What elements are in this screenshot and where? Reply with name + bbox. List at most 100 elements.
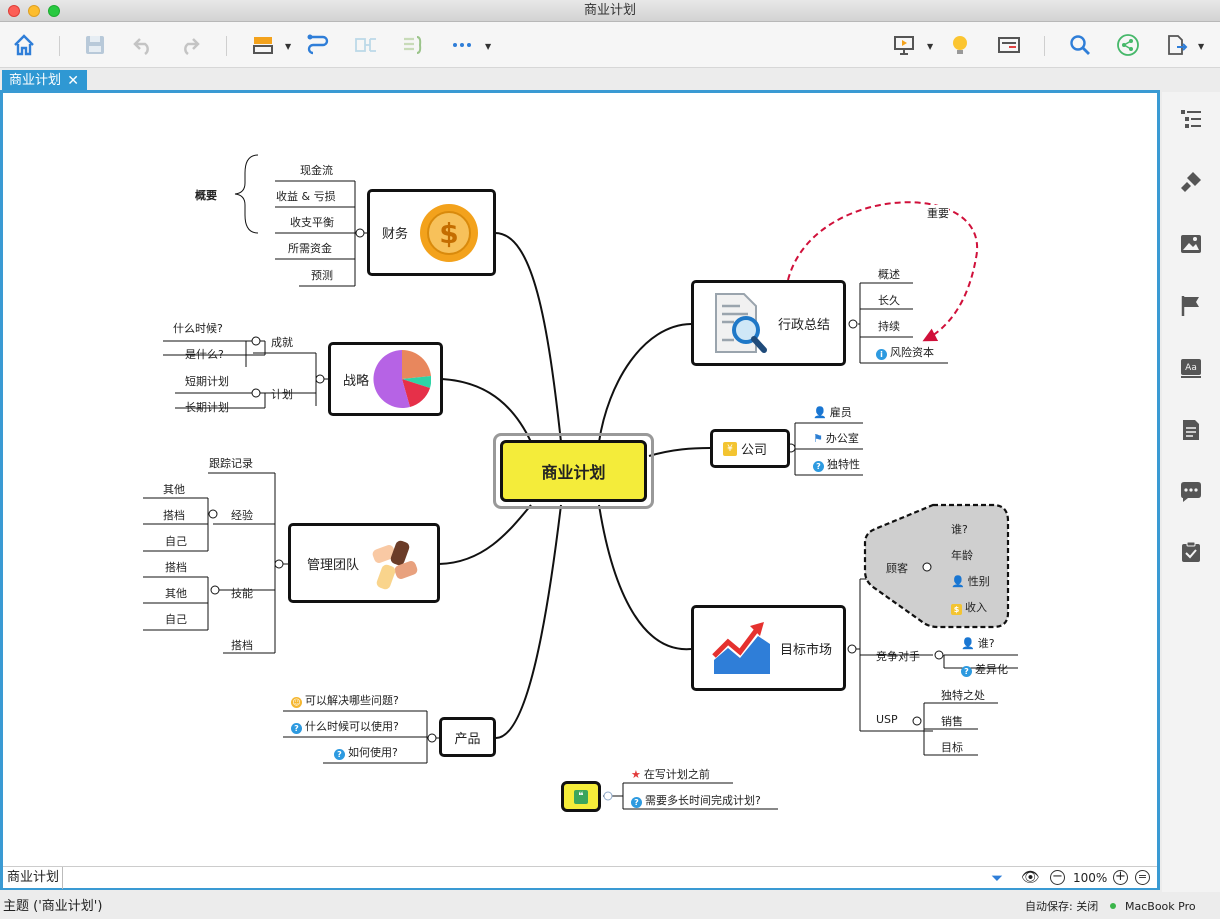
text-style-icon[interactable]: Aa [1179,356,1203,380]
market-item[interactable]: $收入 [951,599,987,615]
market-subtopic[interactable]: 竞争对手 [876,650,920,663]
undo-button[interactable] [129,31,157,59]
admin-item[interactable]: 概述 [878,268,900,281]
topic-finance[interactable]: 财务 $ [367,189,496,276]
summary-label[interactable]: 概要 [195,189,217,202]
admin-item[interactable]: 持续 [878,320,900,333]
team-item[interactable]: 跟踪记录 [209,457,253,470]
topic-executive-summary[interactable]: 行政总结 [691,280,846,366]
product-item[interactable]: ?如何使用? [334,744,398,760]
autosave-status[interactable]: 自动保存: 关闭 [1025,900,1099,913]
team-item[interactable]: 搭档 [165,561,187,574]
market-item[interactable]: 谁? [951,523,968,536]
strategy-item[interactable]: 长期计划 [185,401,229,414]
filter-icon[interactable]: ⏷ [991,869,1004,887]
relationship-button[interactable] [304,31,332,59]
redo-button[interactable] [176,31,204,59]
market-item[interactable]: 目标 [941,741,963,754]
market-item[interactable]: 👤性别 [951,575,990,588]
minimize-window-button[interactable] [28,5,40,17]
market-item[interactable]: 年龄 [951,549,973,562]
product-item[interactable]: ?什么时候可以使用? [291,718,399,734]
export-button[interactable] [1162,31,1190,59]
team-item[interactable]: 搭档 [163,509,185,522]
floating-topic[interactable]: ❝ [561,781,601,812]
team-item[interactable]: 自己 [165,535,187,548]
customer-boundary[interactable] [863,503,1010,629]
eye-icon[interactable]: 👁 [1021,868,1041,886]
chevron-down-icon[interactable]: ▼ [927,42,934,51]
close-window-button[interactable] [8,5,20,17]
team-subtopic[interactable]: 技能 [231,587,253,600]
save-button[interactable] [81,31,109,59]
format-brush-icon[interactable] [1179,170,1203,194]
finance-item[interactable]: 预测 [311,269,333,282]
share-button[interactable] [1114,31,1142,59]
finance-item[interactable]: 现金流 [300,164,333,177]
topic-strategy[interactable]: 战略 [328,342,443,416]
chevron-down-icon[interactable]: ▼ [285,42,292,51]
zoom-window-button[interactable] [48,5,60,17]
chevron-down-icon[interactable]: ▼ [1198,42,1205,51]
floating-item[interactable]: ★在写计划之前 [631,768,710,781]
topic-product[interactable]: 产品 [439,717,496,757]
presentation-button[interactable] [890,31,918,59]
strategy-item[interactable]: 短期计划 [185,375,229,388]
boundary-button[interactable] [398,31,426,59]
topic-company[interactable]: ¥ 公司 [710,429,790,468]
team-subtopic[interactable]: 经验 [231,509,253,522]
notes-icon[interactable] [1179,418,1203,442]
mindmap-canvas[interactable]: 商业计划 财务 $ 概要 现金流 收益 & 亏损 收支平衡 所需资金 预测 战略… [3,93,1142,850]
marker-flag-icon[interactable] [1179,294,1203,318]
market-item[interactable]: 独特之处 [941,689,985,702]
company-item[interactable]: 👤雇员 [813,406,852,419]
strategy-subtopic[interactable]: 成就 [271,336,293,349]
chevron-down-icon[interactable]: ▼ [485,42,492,51]
relationship-label[interactable]: 重要 [927,205,949,221]
home-button[interactable] [10,31,38,59]
brainstorm-button[interactable] [946,31,974,59]
market-item[interactable]: ?差异化 [961,661,1008,677]
team-item[interactable]: 其他 [163,483,185,496]
market-subtopic[interactable]: USP [876,713,898,726]
redo-icon [184,38,200,56]
team-item[interactable]: 其他 [165,587,187,600]
insert-topic-button[interactable] [249,31,277,59]
company-item[interactable]: ⚑办公室 [813,432,859,445]
outliner-button[interactable] [995,31,1023,59]
central-topic[interactable]: 商业计划 [493,433,654,509]
finance-item[interactable]: 收支平衡 [290,216,334,229]
floating-item[interactable]: ?需要多长时间完成计划? [631,792,761,808]
zoom-in-button[interactable]: + [1113,870,1128,885]
strategy-item[interactable]: 是什么? [185,348,224,361]
finance-item[interactable]: 收益 & 亏损 [276,190,336,203]
teamwork-hands-icon [372,540,418,590]
company-item[interactable]: ?独特性 [813,456,860,472]
search-button[interactable] [1066,31,1094,59]
strategy-subtopic[interactable]: 计划 [271,388,293,401]
fit-view-button[interactable]: = [1135,870,1150,885]
sheet-tab[interactable]: 商业计划 [3,867,63,889]
summary-button[interactable] [352,31,380,59]
team-item[interactable]: 自己 [165,613,187,626]
more-button[interactable] [448,31,476,59]
topic-management-team[interactable]: 管理团队 [288,523,440,603]
zoom-out-button[interactable]: − [1050,870,1065,885]
tab-business-plan[interactable]: 商业计划 ✕ [2,70,87,92]
team-item[interactable]: 搭档 [231,639,253,652]
strategy-item[interactable]: 什么时候? [173,322,223,335]
admin-item[interactable]: 长久 [878,294,900,307]
comment-icon[interactable] [1179,480,1203,504]
topic-target-market[interactable]: 目标市场 [691,605,846,691]
image-icon[interactable] [1179,232,1203,256]
svg-text:$: $ [439,217,458,250]
finance-item[interactable]: 所需资金 [288,242,332,255]
market-item[interactable]: 销售 [941,715,963,728]
close-icon[interactable]: ✕ [67,73,79,89]
task-icon[interactable] [1179,540,1203,564]
product-item[interactable]: ☺可以解决哪些问题? [291,694,399,708]
outline-icon[interactable] [1179,107,1203,131]
market-subtopic[interactable]: 顾客 [886,562,908,575]
market-item[interactable]: 👤谁? [961,637,995,650]
